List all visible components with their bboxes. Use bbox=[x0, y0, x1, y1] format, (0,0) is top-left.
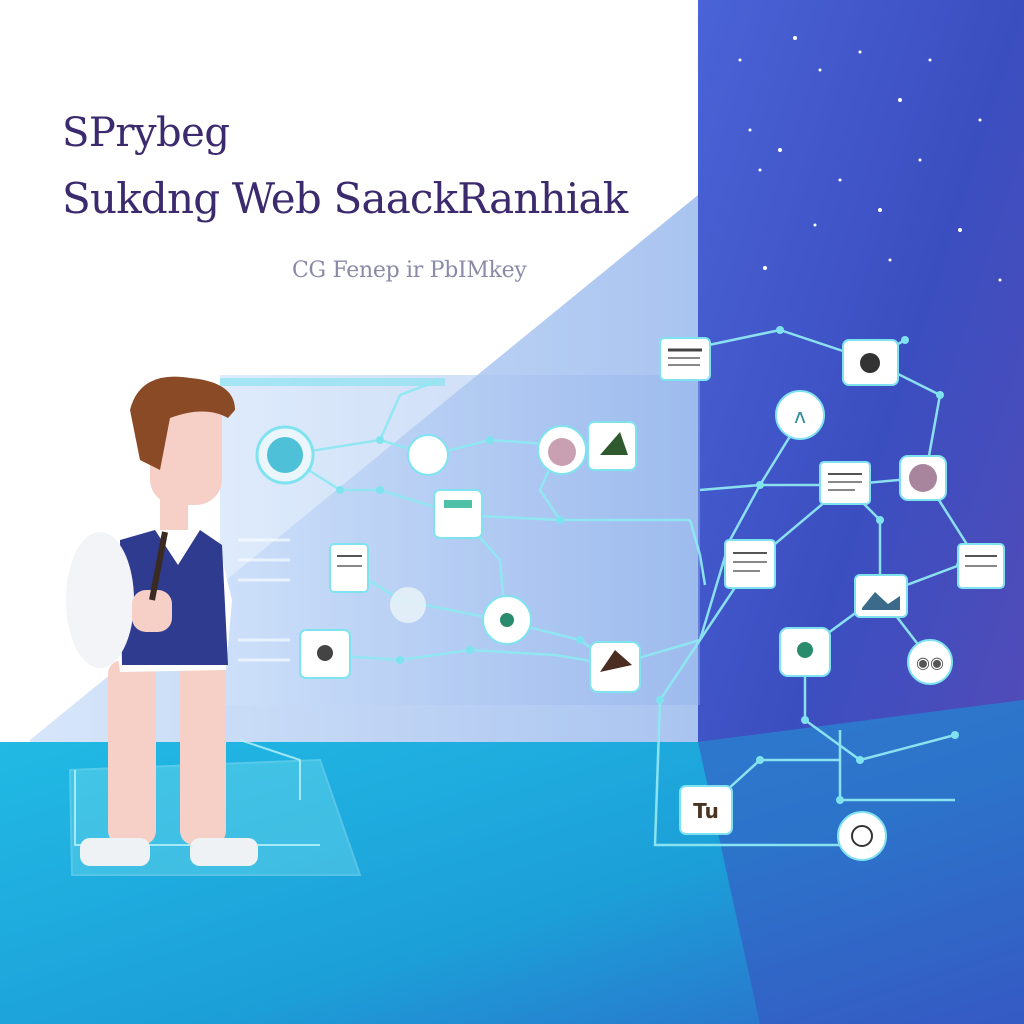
document-icon-4 bbox=[957, 543, 1005, 589]
person-arm-left bbox=[66, 532, 134, 668]
person bbox=[66, 376, 258, 866]
face-icon bbox=[537, 425, 587, 475]
holo-screen-lines bbox=[238, 538, 290, 662]
person-leg-right bbox=[180, 660, 226, 845]
camera-icon bbox=[842, 339, 899, 386]
person-bag-strap bbox=[149, 531, 168, 601]
target-icon bbox=[482, 595, 532, 645]
image-icon bbox=[854, 574, 908, 618]
byline: CG Fenep ir PbIMkey bbox=[292, 258, 527, 283]
chat-icon: ʌ bbox=[775, 390, 825, 440]
person-hand bbox=[132, 590, 172, 632]
floor-right-shade bbox=[698, 700, 1024, 1024]
person-shoe-left bbox=[80, 838, 150, 866]
title-block: SPrybeg Sukdng Web SaackRanhiak bbox=[62, 110, 682, 223]
document-icon bbox=[659, 337, 711, 381]
holo-screen-bar bbox=[220, 378, 445, 386]
bubble-icon bbox=[407, 434, 449, 476]
panel-icon bbox=[433, 489, 483, 539]
svg-text:ʌ: ʌ bbox=[794, 404, 806, 428]
person-leg-left bbox=[108, 660, 156, 845]
leaf-icon bbox=[587, 421, 637, 471]
globe-icon bbox=[779, 627, 831, 677]
profile-icon bbox=[899, 455, 947, 501]
glow-icon bbox=[390, 587, 426, 623]
stars bbox=[738, 36, 1002, 282]
person-shoe-right bbox=[190, 838, 258, 866]
svg-text:Tu: Tu bbox=[693, 799, 719, 823]
camera-small-icon bbox=[299, 629, 351, 679]
document-icon-2 bbox=[819, 461, 871, 505]
clock-icon bbox=[837, 811, 887, 861]
doc-small-icon bbox=[329, 543, 369, 593]
svg-text:◉◉: ◉◉ bbox=[916, 653, 944, 672]
network-nodes: ʌ ◉◉ Tu bbox=[255, 337, 1005, 861]
shoe-icon bbox=[589, 641, 641, 693]
person-hair bbox=[130, 376, 235, 470]
page-title: Sukdng Web SaackRanhiak bbox=[62, 174, 628, 223]
sphere-icon bbox=[255, 425, 315, 485]
music-icon: ◉◉ bbox=[907, 639, 953, 685]
title-kicker: SPrybeg bbox=[62, 110, 230, 156]
chart-icon: Tu bbox=[679, 785, 733, 835]
document-icon-3 bbox=[724, 539, 776, 589]
